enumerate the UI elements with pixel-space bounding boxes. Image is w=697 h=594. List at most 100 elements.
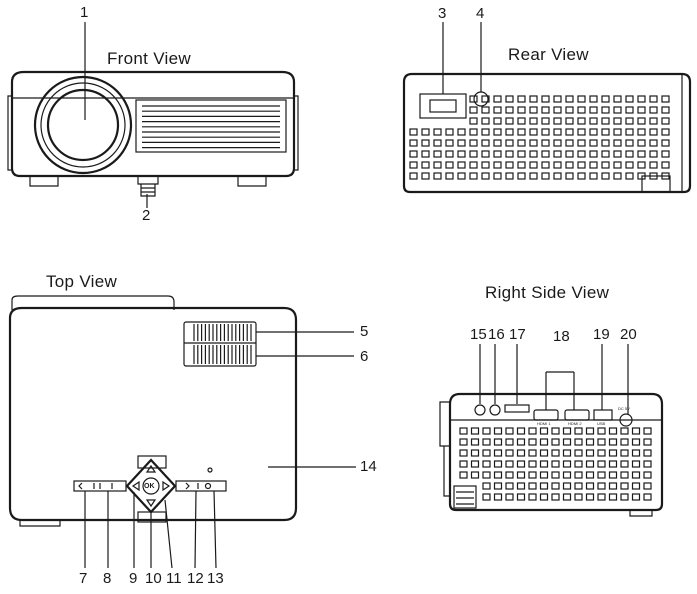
rear-vent-slot (481, 95, 490, 103)
hdmi1-label: HDMI 1 (537, 421, 551, 426)
side-vent-slot (597, 438, 606, 446)
side-vent-slot (643, 438, 652, 446)
rear-vent-slot (649, 139, 658, 147)
side-vent-slot (608, 471, 618, 479)
rear-vent-slot (577, 128, 586, 136)
rear-vent-slot (601, 117, 610, 125)
side-vent-slot (620, 482, 629, 490)
rear-vent-slot (565, 117, 574, 125)
rear-vent-slot (433, 139, 442, 147)
hdmi1-port (533, 409, 559, 421)
side-vent-slot (505, 427, 514, 435)
rear-vent-slot (589, 150, 598, 158)
side-vent-slot (493, 493, 503, 501)
side-vent-slot (585, 438, 595, 446)
rear-vent-slot (409, 150, 418, 158)
rear-vent-slot (589, 95, 598, 103)
rear-vent-slot (577, 117, 586, 125)
rear-vent-slot (649, 128, 658, 136)
rear-vent-slot (469, 117, 478, 125)
rear-view-title: Rear View (508, 45, 589, 64)
side-vent-slot (516, 493, 526, 501)
side-vent-slot (493, 427, 503, 435)
side-vent-slot (493, 438, 503, 446)
rear-vent-slot (517, 139, 526, 147)
side-vent-slot (585, 427, 595, 435)
side-vent-slot (505, 438, 514, 446)
rear-vent-slot (601, 172, 610, 180)
rear-vent-slot (565, 172, 574, 180)
rear-vent-slot (601, 150, 610, 158)
rear-vent-slot (649, 106, 658, 114)
rear-vent-slot (649, 150, 658, 158)
rear-vent-slot (649, 95, 658, 103)
side-vent-slot (528, 427, 537, 435)
callout-8: 8 (103, 570, 112, 587)
rear-vent-slot (613, 172, 622, 180)
rear-vent-slot (613, 117, 622, 125)
callout-20: 20 (620, 326, 637, 343)
side-vent-slot (574, 460, 583, 468)
side-vent-slot (516, 438, 526, 446)
rear-vent-slot (517, 95, 526, 103)
rear-vent-slot (565, 95, 574, 103)
rear-vent-slot (541, 117, 550, 125)
side-vent-slot (585, 493, 595, 501)
rear-vent-slot (493, 106, 502, 114)
side-vent-slot (643, 449, 652, 457)
side-vent-slot (528, 449, 537, 457)
rear-vent-slot (577, 139, 586, 147)
callout-2: 2 (142, 207, 151, 224)
rear-vent-slot (565, 139, 574, 147)
rear-vent-slot (457, 139, 466, 147)
hdmi2-label: HDMI 2 (568, 421, 582, 426)
side-vent-slot (539, 482, 549, 490)
side-vent-slot (459, 460, 468, 468)
side-vent-slot (528, 482, 537, 490)
side-vent-slot (539, 449, 549, 457)
side-vent-slot (470, 460, 480, 468)
side-vent-slot (597, 427, 606, 435)
callout-7: 7 (79, 570, 88, 587)
side-vent-slot (608, 449, 618, 457)
rear-vent-slot (661, 161, 670, 169)
side-vent-slot (539, 471, 549, 479)
rear-vent-slot (493, 95, 502, 103)
side-vent-slot (585, 460, 595, 468)
rear-vent-slot (469, 172, 478, 180)
side-vent-slot (516, 482, 526, 490)
callout-19: 19 (593, 326, 610, 343)
side-vent-slot (597, 493, 606, 501)
side-vent-slot (574, 493, 583, 501)
side-vent-slot (597, 482, 606, 490)
audio-jack (474, 404, 486, 416)
rear-vent-slot (661, 128, 670, 136)
rear-vent-slot (541, 172, 550, 180)
callout-4: 4 (476, 5, 485, 22)
rear-vent-slot (565, 128, 574, 136)
rear-vent-slot (493, 172, 502, 180)
side-vent-slot (631, 427, 641, 435)
rear-vent-slot (553, 128, 562, 136)
side-vent-slot (459, 427, 468, 435)
side-vent-slot (482, 427, 491, 435)
side-vent-slot (516, 460, 526, 468)
side-vent-slot (643, 471, 652, 479)
rear-vent-slot (469, 161, 478, 169)
side-vent-slot (643, 427, 652, 435)
rear-vent-slot (493, 161, 502, 169)
dc-label: DC 5V (618, 406, 630, 411)
callout-10: 10 (145, 570, 162, 587)
rear-vent-slot (517, 117, 526, 125)
rear-vent-slot (469, 128, 478, 136)
rear-vent-slot (421, 139, 430, 147)
rear-vent-slot (625, 106, 634, 114)
side-vent-slot (539, 427, 549, 435)
rear-vent-slot (505, 106, 514, 114)
side-vent-slot (631, 449, 641, 457)
rear-vent-slot (421, 161, 430, 169)
side-vent-slot (585, 449, 595, 457)
rear-vent-slot (613, 150, 622, 158)
rear-vent-slot (637, 161, 646, 169)
side-vent-slot (493, 482, 503, 490)
